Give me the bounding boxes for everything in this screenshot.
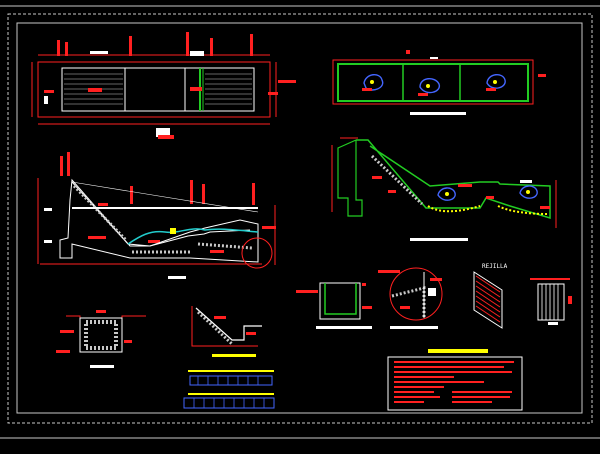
- inlet-detail: [183, 306, 275, 409]
- cross-section: [56, 310, 146, 368]
- sheet-frame: [0, 5, 600, 439]
- longitudinal-section: [37, 152, 276, 279]
- grate-isometric: REJILLA: [473, 263, 508, 329]
- notes-box: [387, 349, 523, 411]
- circular-detail: [378, 267, 443, 329]
- grate-label: REJILLA: [482, 263, 508, 270]
- plan-view: [31, 32, 296, 139]
- top-right-plan: [332, 50, 546, 115]
- grate-elevation: [530, 278, 572, 325]
- small-section: [296, 282, 372, 329]
- right-profile: [331, 137, 557, 241]
